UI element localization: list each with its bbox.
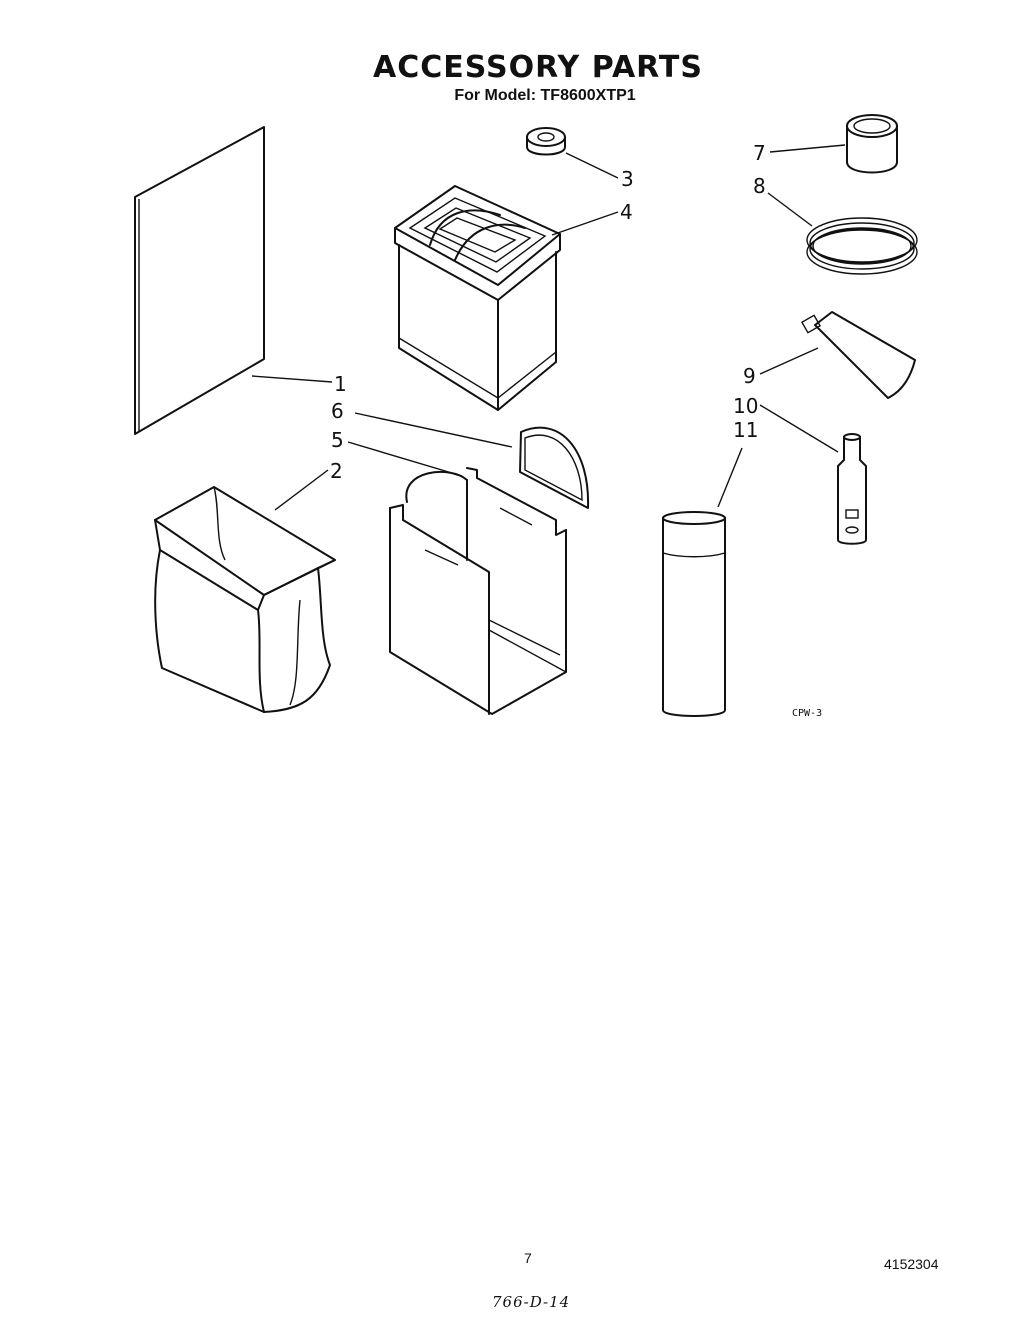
page-number: 7 [524, 1250, 532, 1266]
leader-1 [251, 375, 333, 383]
callout-1: 1 [334, 372, 347, 396]
leader-11 [717, 447, 743, 508]
leader-6 [354, 412, 513, 448]
part-7-can [846, 114, 898, 174]
document-number: 4152304 [884, 1256, 939, 1272]
callout-2: 2 [330, 459, 343, 483]
callout-8: 8 [753, 174, 766, 198]
page-title: ACCESSORY PARTS [372, 50, 703, 85]
leader-lines [251, 144, 846, 511]
part-6-flap [519, 426, 590, 509]
part-3-cap [526, 127, 566, 156]
callout-7: 7 [753, 141, 766, 165]
figure-ref: CPW-3 [792, 708, 822, 719]
leader-4 [551, 211, 619, 236]
leader-3 [565, 152, 619, 179]
leader-5 [347, 441, 463, 477]
part-2-bag [154, 486, 336, 713]
callout-11: 11 [733, 418, 758, 442]
callout-5: 5 [331, 428, 344, 452]
part-9-tube [800, 311, 916, 399]
leader-7 [769, 144, 846, 153]
leader-9 [759, 347, 819, 375]
model-subtitle: For Model: TF8600XTP1 [454, 87, 636, 104]
part-5-holder [389, 467, 567, 715]
leader-8 [767, 192, 813, 227]
callout-10: 10 [733, 394, 758, 418]
part-10-applicator [837, 433, 867, 545]
callout-labels: 1 2 3 4 5 6 7 8 9 10 11 CPW-3 [330, 141, 822, 719]
leader-2 [274, 469, 329, 511]
part-4-container [394, 185, 561, 411]
part-8-coil [806, 217, 918, 275]
callout-6: 6 [331, 399, 344, 423]
leader-10 [759, 404, 839, 453]
part-11-spray-can [662, 511, 726, 717]
handwritten-note: 766-D-14 [492, 1293, 571, 1311]
callout-4: 4 [620, 200, 633, 224]
callout-9: 9 [743, 364, 756, 388]
callout-3: 3 [621, 167, 634, 191]
part-1-panel [134, 126, 265, 435]
